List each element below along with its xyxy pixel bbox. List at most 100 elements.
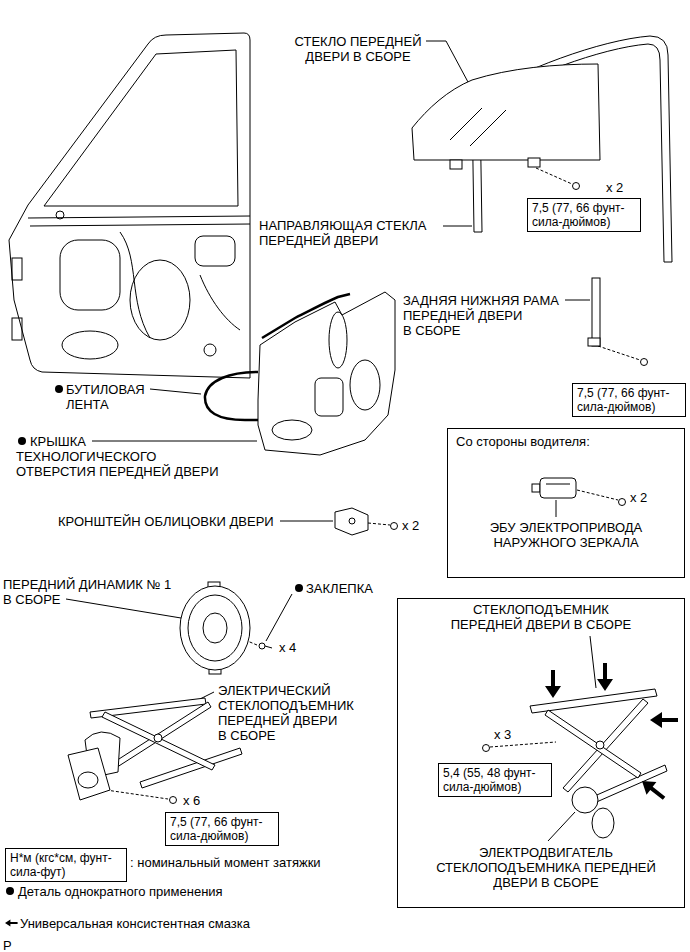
torque-value: 5,4 (55, 48 фунт-сила-дюймов) <box>443 766 547 794</box>
text-line: ТЕХНОЛОГИЧЕСКОГО <box>16 449 219 464</box>
leader-line <box>66 599 181 618</box>
mirror-ecu <box>532 484 540 492</box>
grease-arrow <box>650 712 678 728</box>
rivet <box>265 646 272 648</box>
leader-line <box>426 41 468 82</box>
leader-line <box>590 636 596 688</box>
text-line: ПЕРЕДНЕЙ ДВЕРИ <box>218 713 354 728</box>
door-glass <box>470 110 506 146</box>
legend-sample-box: Н*м (кгс*см, фунт-сила-фут) <box>5 848 127 882</box>
detail-panel: Со стороны водителя: x 2 ЭБУ ЭЛЕКТРОПРИВОД… <box>447 428 685 578</box>
text-line: СТЕКЛО ПЕРЕДНЕЙ <box>295 34 422 49</box>
dashed-line <box>598 346 640 360</box>
single-use-dot <box>295 584 303 592</box>
power-window-regulator <box>68 748 110 800</box>
speaker <box>180 586 250 670</box>
quantity-label: x 2 <box>630 490 647 505</box>
dashed-line <box>536 168 572 184</box>
text-line: ОТВЕРСТИЯ ПЕРЕДНЕЙ ДВЕРИ <box>16 464 219 479</box>
leader-line <box>565 300 590 301</box>
mirror-ecu <box>540 478 576 498</box>
leader-line <box>280 521 333 522</box>
glass-run-guide <box>664 262 672 263</box>
single-use-dot <box>55 385 63 393</box>
single-use-dot <box>18 437 26 445</box>
text-line: ЭЛЕКТРОДВИГАТЕЛЬ <box>436 845 656 860</box>
window-regulator <box>572 787 598 813</box>
torque-spec-box: 7,5 (77, 66 фунт-сила-дюймов) <box>527 198 641 232</box>
window-regulator <box>563 699 648 792</box>
bracket <box>349 518 355 524</box>
window-regulator <box>596 741 604 749</box>
door-frame <box>30 224 250 226</box>
bolt <box>170 797 177 804</box>
service-hole-cover <box>258 292 395 455</box>
dashed-line <box>106 790 168 799</box>
grease-arrow <box>597 663 613 691</box>
part-label: ЭЛЕКТРОДВИГАТЕЛЬ СТЕКЛОПОДЪЕМНИКА ПЕРЕДН… <box>436 845 656 890</box>
window-regulator <box>592 808 614 838</box>
door-glass <box>412 64 600 160</box>
part-label: ЗАКЛЕПКА <box>306 581 373 596</box>
part-label: СТЕКЛО ПЕРЕДНЕЙ ДВЕРИ В СБОРЕ <box>295 34 422 64</box>
text-line: КРЫШКА <box>16 434 219 449</box>
quantity-label: x 2 <box>606 180 623 195</box>
text-line: СТЕКЛОПОДЪЕМНИКА ПЕРЕДНЕЙ <box>436 860 656 875</box>
figure-code: P <box>3 938 12 952</box>
part-label: ПЕРЕДНИЙ ДИНАМИК № 1 В СБОРЕ <box>3 577 171 607</box>
panel-heading: Со стороны водителя: <box>456 434 590 449</box>
rear-lower-frame <box>592 278 600 346</box>
mirror-ecu <box>546 484 570 485</box>
speaker <box>180 582 250 674</box>
quantity-label: x 3 <box>494 727 511 742</box>
text-line: ЛЕНТА <box>66 397 145 412</box>
part-label: ЭБУ ЭЛЕКТРОПРИВОДА НАРУЖНОГО ЗЕРКАЛА <box>490 520 642 550</box>
torque-spec-box: 7,5 (77, 66 фунт-сила-дюймов) <box>165 812 279 846</box>
part-label: СТЕКЛОПОДЪЕМНИК ПЕРЕДНЕЙ ДВЕРИ В СБОРЕ <box>451 602 631 632</box>
text-line: СТЕКЛОПОДЪЕМНИК <box>451 602 631 617</box>
single-use-dot <box>6 385 303 895</box>
single-use-dot <box>6 887 14 895</box>
door-glass <box>450 108 482 140</box>
bolt <box>573 183 580 190</box>
dashed-line <box>490 742 556 747</box>
legend-text: : номинальный момент затяжки <box>130 855 321 870</box>
text-line: БУТИЛОВАЯ <box>66 382 145 397</box>
text-line: ПЕРЕДНЕЙ ДВЕРИ <box>259 233 427 248</box>
bolt <box>619 499 626 506</box>
quantity-label: x 6 <box>183 793 200 808</box>
rear-lower-frame <box>588 278 600 346</box>
dashed-line <box>577 490 618 500</box>
quantity-label: x 2 <box>402 518 419 533</box>
bolt <box>641 359 648 366</box>
leader-line <box>66 41 596 841</box>
grease-arrow <box>545 663 678 805</box>
door-glass <box>412 64 600 169</box>
leader-line <box>548 812 575 841</box>
detail-panel: СТЕКЛОПОДЪЕМНИК ПЕРЕДНЕЙ ДВЕРИ В СБОРЕ x … <box>397 598 685 908</box>
door-frame <box>200 275 240 330</box>
torque-spec-box: 5,4 (55, 48 фунт-сила-дюймов) <box>438 763 552 797</box>
text-line: ЭБУ ЭЛЕКТРОПРИВОДА <box>490 520 642 535</box>
legend-arrow <box>5 919 18 926</box>
torque-spec-box: 7,5 (77, 66 фунт-сила-дюймов) <box>572 383 686 417</box>
part-label: ЗАДНЯЯ НИЖНЯЯ РАМА ПЕРЕДНЕЙ ДВЕРИ В СБОР… <box>403 293 559 338</box>
text-line: В СБОРЕ <box>403 323 559 338</box>
door-frame <box>12 258 22 280</box>
door-frame <box>9 33 250 378</box>
text-line: ЭЛЕКТРИЧЕСКИЙ <box>218 683 354 698</box>
part-label: КРЫШКА ТЕХНОЛОГИЧЕСКОГО ОТВЕРСТИЯ ПЕРЕДН… <box>16 434 219 479</box>
bolt <box>483 745 490 752</box>
power-window-regulator <box>154 734 162 742</box>
door-glass <box>450 160 462 169</box>
text-line: СТЕКЛОПОДЪЕМНИК <box>218 698 354 713</box>
door-frame <box>60 240 120 310</box>
service-hole-cover <box>350 360 380 410</box>
service-hole-cover <box>315 378 343 416</box>
door-glass <box>528 158 540 167</box>
window-regulator <box>545 710 641 778</box>
speaker <box>188 595 242 661</box>
door-frame <box>195 236 235 266</box>
butyl-tape <box>205 372 258 420</box>
door-frame <box>28 216 250 218</box>
